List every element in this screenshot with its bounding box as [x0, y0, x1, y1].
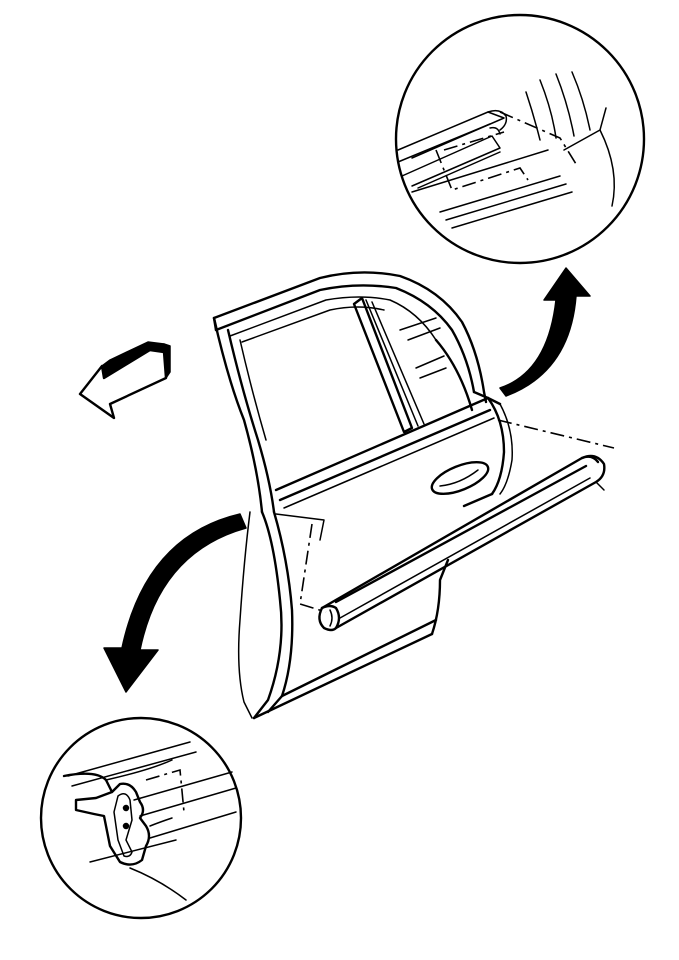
lower-detail-circle — [39, 716, 243, 920]
door-rocker-seal — [318, 454, 606, 632]
upper-detail-callout — [394, 13, 646, 265]
curved-arrow-up — [499, 267, 591, 397]
vehicle-forward-arrow — [78, 341, 171, 420]
rear-door — [212, 271, 615, 720]
leader-upper — [497, 419, 615, 449]
lower-detail-callout — [39, 716, 243, 920]
lower-detail-seal-drawing — [62, 741, 237, 901]
upper-detail-seal-drawing — [397, 71, 615, 229]
door-handle — [430, 460, 490, 496]
leader-lower — [299, 523, 327, 613]
upper-detail-circle — [394, 13, 646, 265]
curved-arrow-down — [103, 513, 247, 693]
